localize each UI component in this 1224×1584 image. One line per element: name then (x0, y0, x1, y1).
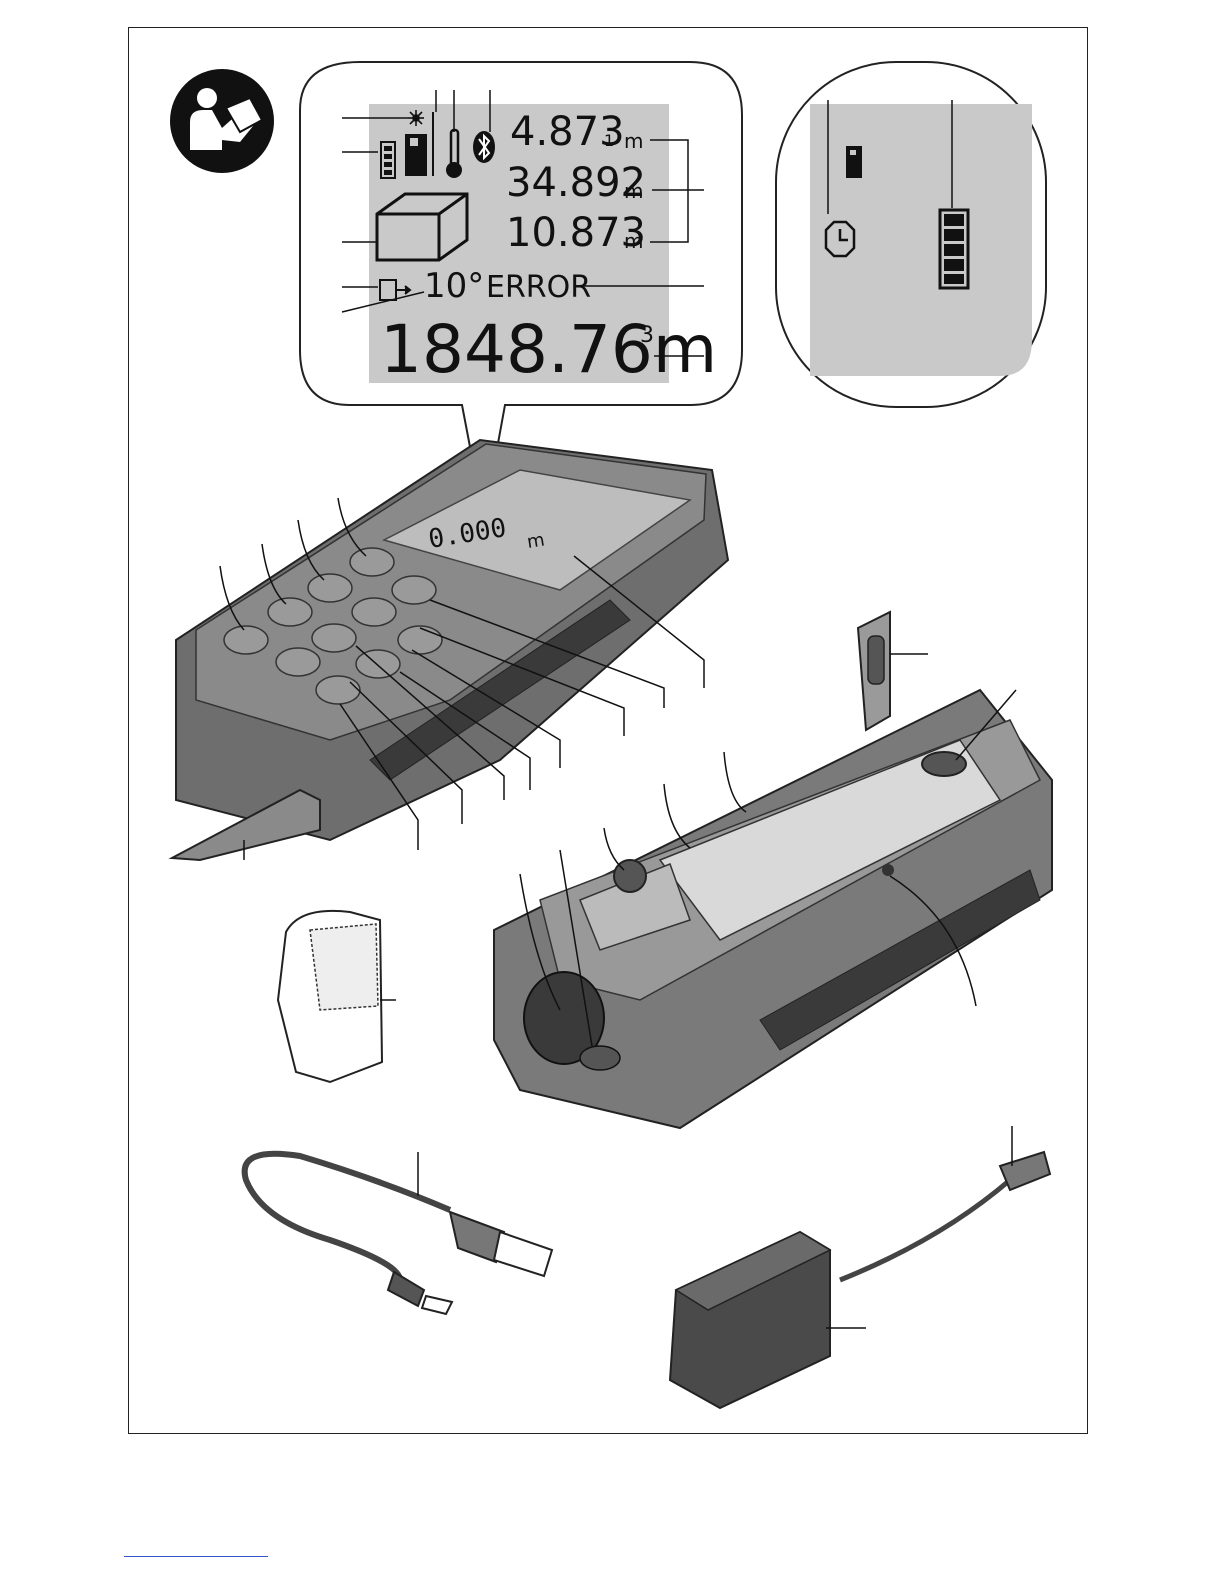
charger (670, 1126, 1050, 1408)
key-minus[interactable] (356, 650, 400, 678)
lcd-angle: 10° (424, 266, 484, 306)
lcd-unit-3: m (624, 229, 643, 253)
key-measure-up[interactable] (392, 576, 436, 604)
lcd-line-1-sub: 1 (604, 131, 614, 150)
key-function[interactable] (224, 626, 268, 654)
key-plus[interactable] (268, 598, 312, 626)
read-manual-icon (170, 69, 274, 173)
key-list[interactable] (316, 676, 360, 704)
key-bluetooth[interactable] (350, 548, 394, 576)
lcd-unit-2: m (624, 179, 643, 203)
usb-cable (245, 1152, 552, 1314)
status-callout (776, 62, 1046, 407)
device-reading-unit: m (525, 529, 546, 552)
lcd-error: ERROR (486, 270, 591, 305)
key-measure-side[interactable] (398, 626, 442, 654)
footer-rule (124, 1556, 268, 1557)
key-onoff[interactable] (352, 598, 396, 626)
lcd-result: 1848.76m (380, 311, 717, 388)
lcd-unit-1: m (624, 129, 643, 153)
key-reference[interactable] (276, 648, 320, 676)
carrying-pouch (278, 911, 396, 1082)
device-front-view: 0.000 m (172, 440, 728, 860)
laser-on-icon (408, 110, 424, 126)
charge-level-icon (940, 210, 968, 288)
lcd-result-exp: 3 (640, 323, 654, 348)
key-clear[interactable] (312, 624, 356, 652)
bluetooth-icon (473, 131, 495, 163)
key-memory[interactable] (308, 574, 352, 602)
